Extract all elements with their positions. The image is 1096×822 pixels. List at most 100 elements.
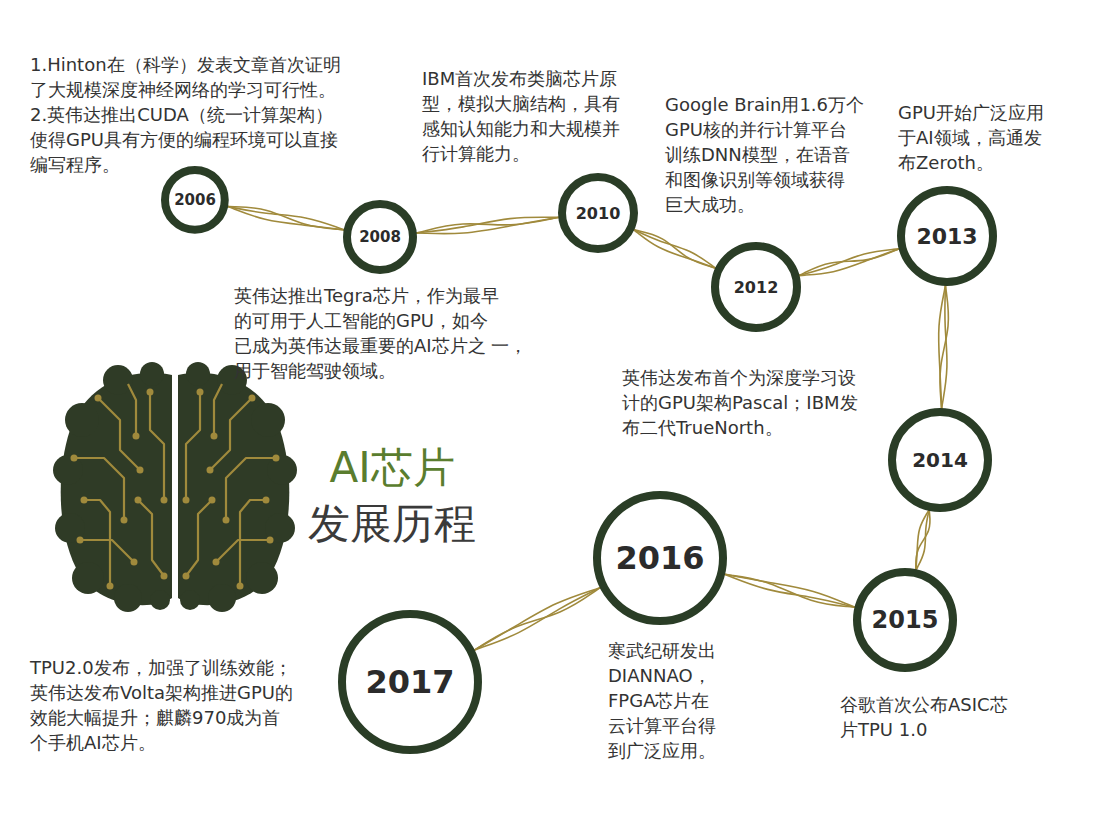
- brain-illustration: [150, 590, 170, 610]
- connector-strand: [723, 574, 857, 608]
- brain-illustration: [183, 497, 190, 504]
- brain-illustration: [207, 467, 214, 474]
- brain-illustration: [197, 389, 204, 396]
- diagram-title: AI芯片 发展历程: [292, 440, 492, 552]
- year-circle-ring: [597, 495, 723, 621]
- connector-strand: [916, 509, 930, 571]
- timeline-connector: [723, 574, 857, 608]
- brain-illustration: [53, 362, 297, 612]
- year-circle-ring: [165, 170, 225, 230]
- brain-illustration: [186, 500, 212, 576]
- brain-illustration: [209, 497, 216, 504]
- brain-illustration: [107, 583, 114, 590]
- connector-strand: [632, 229, 717, 269]
- brain-illustration: [267, 537, 274, 544]
- brain-illustration: [213, 559, 220, 566]
- brain-illustration: [150, 392, 164, 500]
- connector-strand: [798, 248, 901, 276]
- brain-illustration: [74, 384, 276, 586]
- brain-illustration: [140, 362, 164, 386]
- year-circle: 2015: [853, 568, 957, 672]
- timeline-connector: [939, 284, 949, 410]
- brain-illustration: [178, 373, 289, 605]
- connector-strand: [916, 509, 930, 571]
- year-circle: 2017: [338, 610, 482, 754]
- year-circle: 2006: [161, 166, 229, 234]
- brain-illustration: [186, 392, 200, 500]
- year-label: 2017: [365, 663, 454, 701]
- event-note: IBM首次发布类脑芯片原 型，模拟大脑结构，具有 感知认知能力和大规模并 行计算…: [422, 66, 637, 166]
- timeline-connector: [916, 509, 930, 571]
- brain-illustration: [186, 362, 210, 386]
- brain-illustration: [223, 517, 230, 524]
- connector-strand: [798, 248, 901, 276]
- brain-illustration: [216, 540, 270, 562]
- connector-strand: [226, 206, 345, 230]
- year-circle-ring: [857, 572, 953, 668]
- brain-illustration: [53, 455, 83, 485]
- year-circle: 2010: [558, 173, 638, 253]
- event-note: Google Brain用1.6万个 GPU核的并行计算平台 训练DNN模型，在…: [665, 92, 883, 217]
- connector-strand: [632, 229, 717, 269]
- connector-strand: [226, 206, 345, 230]
- year-circle: 2012: [711, 242, 801, 332]
- event-note: 英伟达推出Tegra芯片，作为最早 的可用于人工智能的GPU，如今 已成为英伟达…: [234, 283, 529, 383]
- brain-illustration: [267, 455, 297, 485]
- brain-illustration: [80, 540, 134, 562]
- brain-illustration: [65, 403, 99, 437]
- connector-strand: [473, 587, 602, 651]
- year-circle-ring: [347, 204, 413, 270]
- brain-illustration: [71, 389, 280, 590]
- brain-illustration: [161, 497, 168, 504]
- year-label: 2014: [912, 448, 968, 472]
- brain-illustration: [71, 455, 78, 462]
- brain-illustration: [137, 467, 144, 474]
- event-note: GPU开始广泛应用 于AI领域，高通发 布Zeroth。: [898, 100, 1073, 175]
- brain-illustration: [265, 513, 295, 543]
- year-circle-ring: [892, 412, 988, 508]
- year-label: 2015: [872, 606, 939, 634]
- event-note: 谷歌首次公布ASIC芯 片TPU 1.0: [840, 692, 1030, 742]
- year-label: 2006: [174, 191, 216, 209]
- connector-strand: [226, 206, 345, 230]
- brain-illustration: [72, 562, 104, 594]
- connector-strand: [415, 217, 560, 234]
- brain-illustration: [131, 559, 138, 566]
- brain-illustration: [180, 590, 200, 610]
- event-note: 寒武纪研发出 DIANNAO， FPGA芯片在 云计算平台得 到广泛应用。: [608, 638, 748, 763]
- brain-illustration: [161, 573, 168, 580]
- year-circle: 2016: [593, 491, 727, 625]
- year-label: 2012: [734, 278, 779, 297]
- brain-illustration: [61, 373, 172, 605]
- brain-illustration: [95, 395, 102, 402]
- brain-illustration: [121, 517, 128, 524]
- timeline-connector: [473, 587, 602, 651]
- brain-illustration: [214, 384, 222, 436]
- brain-illustration: [226, 458, 276, 520]
- year-label: 2013: [916, 224, 977, 249]
- brain-illustration: [135, 497, 142, 504]
- brain-illustration: [133, 433, 140, 440]
- timeline-connector: [226, 206, 345, 230]
- connector-strand: [939, 284, 946, 410]
- brain-illustration: [211, 433, 218, 440]
- connector-strand: [723, 574, 857, 608]
- year-label: 2010: [576, 204, 621, 223]
- brain-illustration: [183, 573, 190, 580]
- event-note: 英伟达发布首个为深度学习设 计的GPU架构Pascal；IBM发 布二代True…: [622, 365, 877, 440]
- brain-illustration: [240, 500, 266, 586]
- connector-strand: [473, 587, 602, 651]
- brain-illustration: [55, 513, 85, 543]
- year-circle-ring: [342, 614, 478, 750]
- brain-illustration: [246, 562, 278, 594]
- year-circle-ring: [562, 177, 634, 249]
- brain-illustration: [249, 395, 256, 402]
- brain-illustration: [81, 497, 88, 504]
- connector-strand: [415, 217, 560, 233]
- connector-strand: [632, 229, 717, 269]
- brain-illustration: [147, 389, 154, 396]
- timeline-connector: [632, 229, 717, 269]
- brain-illustration: [273, 455, 280, 462]
- brain-illustration: [77, 537, 84, 544]
